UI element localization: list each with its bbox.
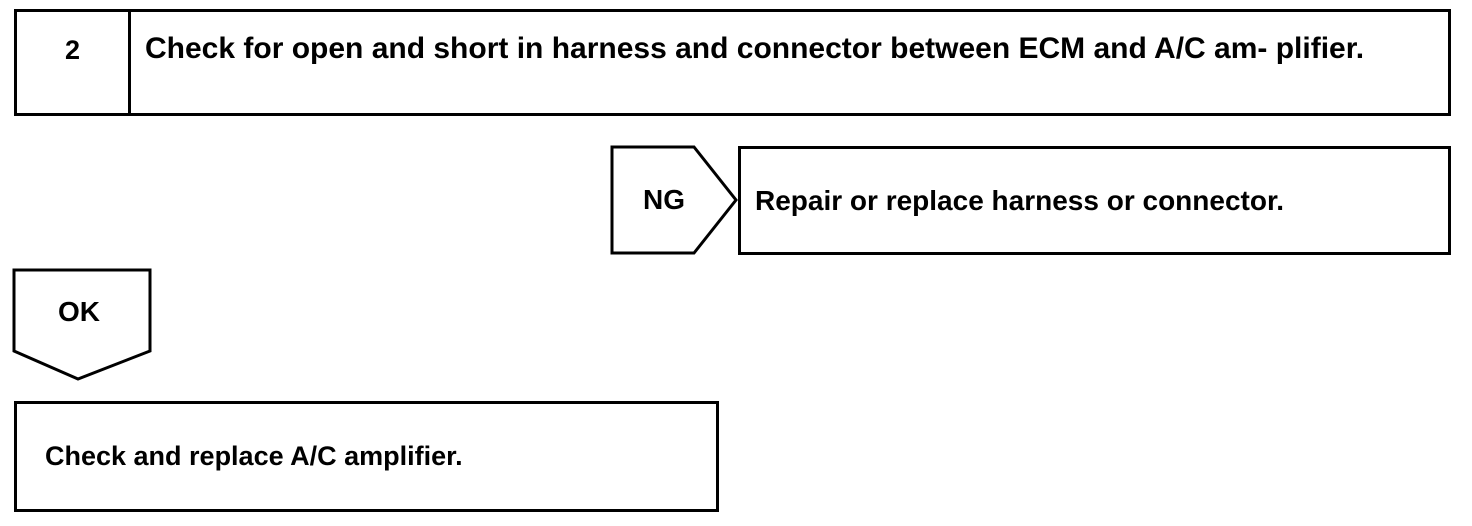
- step-box: 2 Check for open and short in harness an…: [14, 9, 1451, 116]
- ok-label: OK: [58, 296, 100, 327]
- ok-action-box: Check and replace A/C amplifier.: [14, 401, 719, 512]
- step-number: 2: [17, 12, 131, 113]
- ok-action-text: Check and replace A/C amplifier.: [45, 441, 463, 471]
- ng-action-box: Repair or replace harness or connector.: [738, 146, 1451, 255]
- ng-label: NG: [643, 184, 685, 215]
- ng-action-text: Repair or replace harness or connector.: [755, 184, 1285, 216]
- step-title: Check for open and short in harness and …: [145, 32, 1365, 65]
